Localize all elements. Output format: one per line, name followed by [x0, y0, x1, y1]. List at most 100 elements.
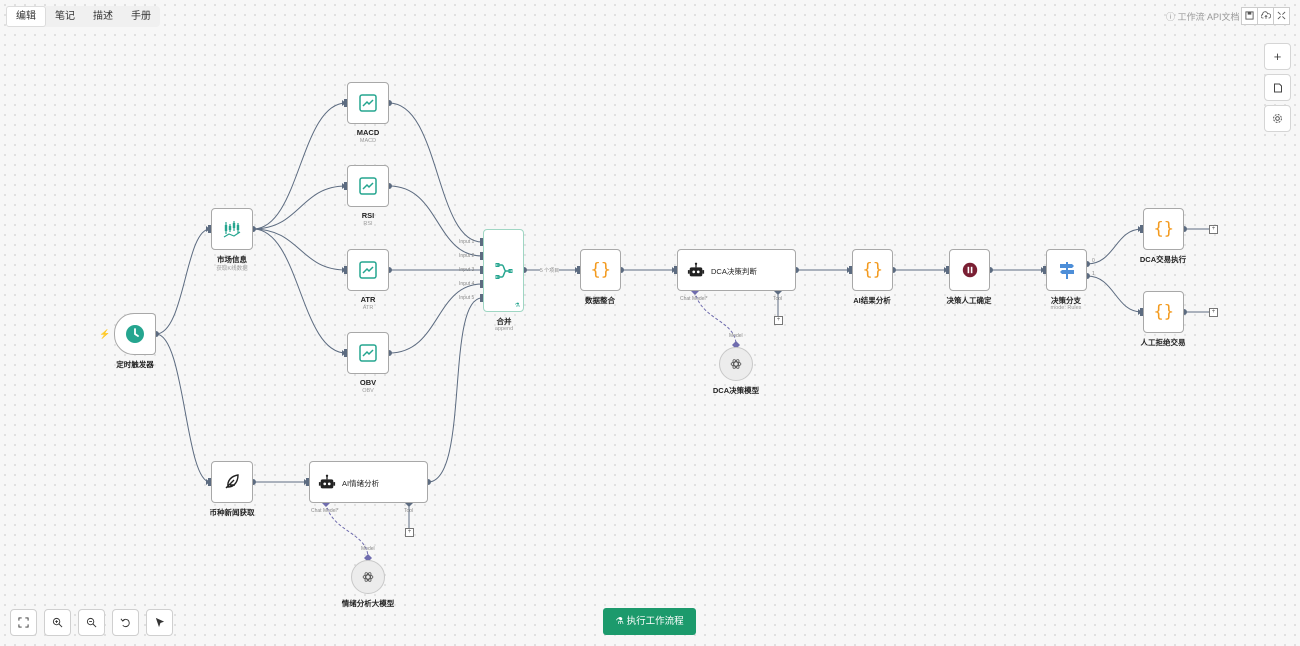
node-rsi[interactable] — [347, 165, 389, 207]
cursor-icon — [155, 617, 165, 628]
arrow — [1138, 309, 1142, 315]
run-workflow-button[interactable]: ⚗ 执行工作流程 — [603, 608, 696, 635]
node-sublabel: MACD — [359, 138, 377, 144]
braces-icon: {} — [1153, 302, 1174, 322]
node-human-confirm[interactable] — [949, 249, 990, 291]
arrow — [847, 267, 851, 273]
node-sublabel: append — [494, 326, 514, 332]
robot-icon — [318, 474, 336, 489]
node-label: OBV — [359, 378, 377, 387]
edge-market-obv — [252, 228, 347, 354]
node-sentiment-model[interactable] — [351, 560, 385, 594]
fit-view-button[interactable] — [10, 609, 37, 636]
tool-port-label: Tool — [404, 508, 414, 514]
edge-market-macd — [252, 102, 347, 230]
note-icon — [1273, 83, 1282, 93]
switch-output-label: 0 — [1092, 258, 1095, 264]
tab-description[interactable]: 描述 — [93, 11, 113, 22]
node-label: AI结果分析 — [853, 296, 891, 305]
edge-market-atr — [252, 228, 347, 271]
plus-icon: + — [1273, 49, 1282, 64]
node-news[interactable] — [211, 461, 253, 503]
node-obv[interactable] — [347, 332, 389, 374]
node-macd[interactable] — [347, 82, 389, 124]
node-label: 人工拒绝交易 — [1140, 338, 1186, 347]
switch-output-label: 1 — [1092, 271, 1095, 277]
zoom-in-button[interactable] — [44, 609, 71, 636]
openai-icon — [362, 572, 374, 582]
node-sublabel: mode: Rules — [1050, 305, 1082, 311]
view-tabs: 编辑 笔记 描述 手册 — [6, 6, 160, 27]
node-data-integration[interactable]: {} — [580, 249, 621, 291]
node-label: ATR — [360, 295, 376, 304]
add-next-node-button[interactable]: + — [1209, 225, 1218, 234]
chat-model-port-label: Chat Model* — [311, 508, 339, 514]
node-sentiment-agent[interactable]: AI情绪分析 — [309, 461, 428, 503]
tab-manual[interactable]: 手册 — [131, 11, 151, 22]
input-port — [480, 238, 483, 246]
info-circle-icon: ⓘ — [1166, 12, 1176, 22]
arrow — [944, 267, 948, 273]
edge-switch-exec — [1086, 228, 1143, 265]
trend-chart-icon — [359, 94, 377, 112]
pause-icon — [962, 262, 977, 278]
arrow — [672, 267, 676, 273]
braces-icon: {} — [590, 260, 611, 280]
node-label: 决策分支 — [1051, 296, 1081, 305]
input-port — [480, 266, 483, 274]
node-sublabel: OBV — [362, 388, 374, 394]
arrow — [1138, 226, 1142, 232]
edge-market-rsi — [252, 185, 347, 230]
fullscreen-icon[interactable] — [1273, 7, 1290, 25]
add-next-node-button[interactable]: + — [1209, 308, 1218, 317]
node-decision-switch[interactable] — [1046, 249, 1087, 291]
merge-input-label: Input 3 — [459, 267, 475, 273]
fit-view-icon — [18, 617, 29, 628]
api-docs-link[interactable]: ⓘ 工作流 API文档 — [1166, 10, 1240, 23]
sticky-note-button[interactable] — [1264, 74, 1291, 101]
zoom-in-icon — [52, 617, 63, 628]
node-market-info[interactable] — [211, 208, 253, 250]
tab-notes[interactable]: 笔记 — [55, 11, 75, 22]
cursor-tool-button[interactable] — [146, 609, 173, 636]
edge-switch-reject — [1086, 275, 1143, 313]
arrow — [206, 226, 210, 232]
candlestick-icon — [223, 221, 241, 238]
zoom-out-icon — [86, 617, 97, 628]
feather-icon — [225, 474, 239, 489]
input-port — [480, 294, 483, 302]
node-atr[interactable] — [347, 249, 389, 291]
arrow — [206, 479, 210, 485]
add-tool-button[interactable]: + — [405, 528, 414, 537]
node-label: 币种新闻获取 — [209, 508, 255, 517]
add-node-button[interactable]: + — [1264, 43, 1291, 70]
zoom-out-button[interactable] — [78, 609, 105, 636]
merge-icon — [495, 262, 512, 279]
node-ai-result[interactable]: {} — [852, 249, 893, 291]
node-reject[interactable]: {} — [1143, 291, 1184, 333]
input-port — [480, 252, 483, 260]
undo-icon — [120, 618, 130, 628]
tab-edit[interactable]: 编辑 — [6, 6, 46, 27]
node-label: DCA决策模型 — [712, 386, 760, 395]
model-port-label: Model — [729, 333, 743, 339]
node-dca-exec[interactable]: {} — [1143, 208, 1184, 250]
openai-icon — [730, 359, 742, 369]
node-dca-agent[interactable]: DCA决策判断 — [677, 249, 796, 291]
robot-icon — [687, 262, 705, 277]
model-port-label: Model — [361, 546, 375, 552]
node-trigger[interactable] — [114, 313, 156, 355]
node-merge[interactable]: ⚗ — [483, 229, 524, 312]
braces-icon: {} — [1153, 219, 1174, 239]
add-tool-button[interactable]: + — [774, 316, 783, 325]
trigger-bolt-icon: ⚡ — [99, 329, 111, 339]
node-label: 合并 — [496, 317, 512, 326]
undo-button[interactable] — [112, 609, 139, 636]
node-dca-model[interactable] — [719, 347, 753, 381]
arrow — [342, 350, 346, 356]
arrow — [575, 267, 579, 273]
clock-icon — [126, 325, 144, 343]
edge-sentiment-merge — [427, 297, 483, 483]
settings-button[interactable] — [1264, 105, 1291, 132]
merge-input-label: Input 4 — [459, 281, 475, 287]
